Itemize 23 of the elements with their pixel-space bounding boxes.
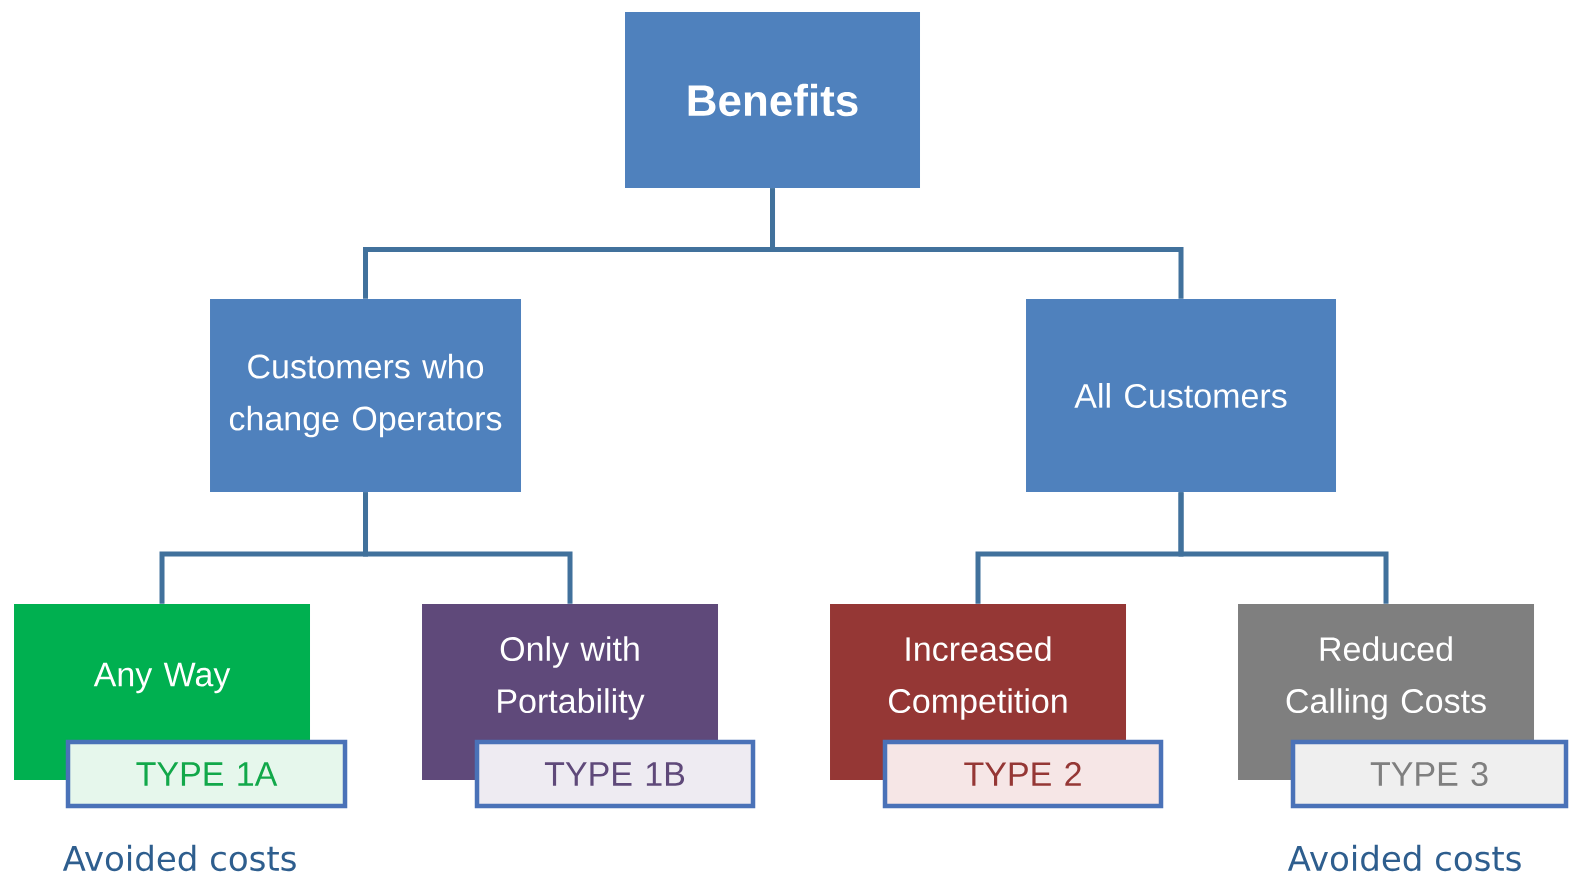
node-label: Customers who change Operators	[229, 353, 502, 438]
connector	[770, 188, 1184, 299]
cost-note: Avoided costs	[62, 844, 296, 872]
node-label: TYPE 1B	[544, 762, 685, 786]
node-label: Increased Competition	[889, 636, 1067, 720]
type-tag	[882, 739, 1164, 809]
connector	[363, 492, 573, 604]
node-label: All Customers	[1074, 383, 1287, 408]
node-label: Reduced Calling Costs	[1286, 636, 1486, 720]
connector	[1178, 492, 1389, 604]
node-label: Only with Portability	[498, 636, 645, 720]
category-box	[210, 299, 521, 492]
node-label: TYPE 2	[964, 762, 1081, 786]
node-label: TYPE 1A	[136, 762, 278, 786]
category-box	[1026, 299, 1336, 492]
node-label: TYPE 3	[1370, 761, 1488, 787]
type-tag	[65, 739, 348, 809]
cost-note: Avoided costs	[1287, 844, 1521, 872]
node-label: Benefits	[688, 83, 858, 117]
title-box	[625, 12, 920, 188]
node-label: Any Way	[93, 662, 231, 694]
type-tag	[1290, 739, 1569, 809]
type-tag	[474, 739, 756, 809]
